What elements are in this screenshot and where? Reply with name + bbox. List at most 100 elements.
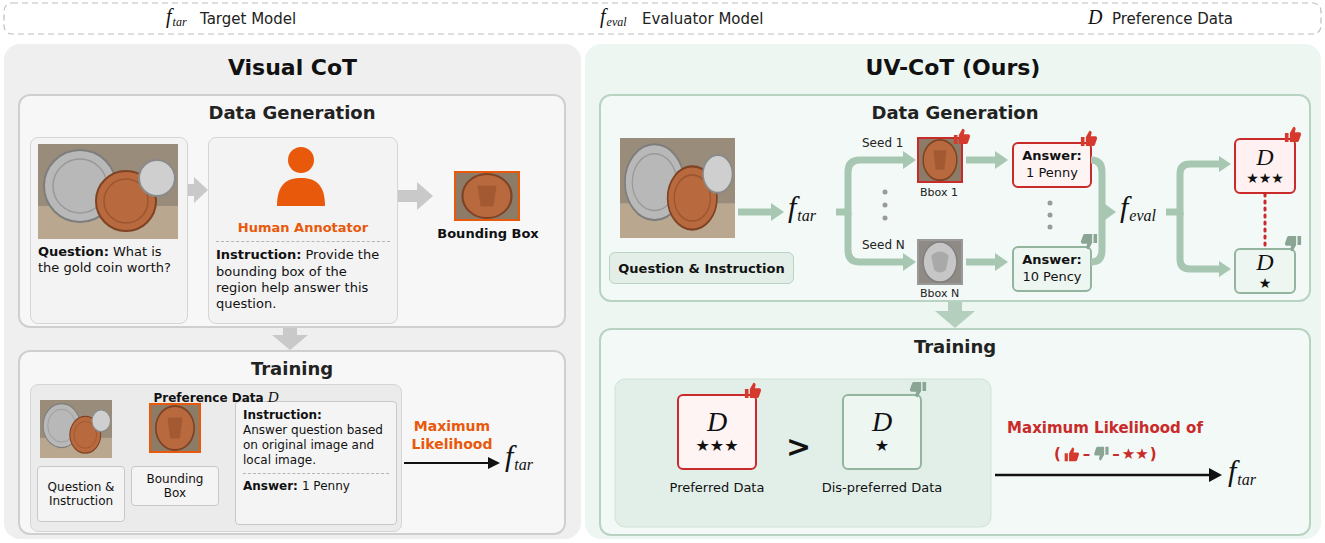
connector-line xyxy=(283,328,297,336)
person-head xyxy=(288,147,314,173)
instruction-box: Instruction:Answer question based on ori… xyxy=(235,401,397,525)
dispreferred-card: D★ Dis-preferred Data xyxy=(812,394,952,516)
box-body: Answer:1 Penny xyxy=(1014,144,1090,186)
image-caption: Bounding Box xyxy=(433,170,543,241)
panel-title: Visual CoT xyxy=(4,44,581,80)
dashed-separator xyxy=(243,473,389,474)
math-symbol: D xyxy=(1256,250,1273,275)
input-box: Question & Instruction xyxy=(37,466,125,522)
box-body: Instruction:Answer question based on ori… xyxy=(236,402,396,500)
field-key: Instruction: xyxy=(216,247,301,262)
symbol-label: f xyxy=(505,441,513,471)
symbol-label: tar xyxy=(797,208,816,224)
bbox-crop xyxy=(150,404,200,452)
answer-line: Answer: 1 Penny xyxy=(243,479,389,494)
card-text: Instruction:Provide the bounding box of … xyxy=(216,247,390,312)
symbol-label: f xyxy=(1120,192,1128,222)
branch-label: Seed 1 xyxy=(862,136,903,150)
star-rating: ★ xyxy=(1259,275,1272,292)
bbox-frame xyxy=(918,240,962,284)
field-key: Answer: xyxy=(243,479,298,493)
bbox-crop xyxy=(918,240,962,284)
preferred-card: D★★★ Preferred Data xyxy=(647,394,787,516)
field-value: Answer question based on original image … xyxy=(243,423,389,468)
section-title: Data Generation xyxy=(601,96,1309,123)
box-text: Question & Instruction xyxy=(615,258,787,279)
legend-text: Preference Data xyxy=(1112,10,1233,28)
answer-box: Answer:1 Penny xyxy=(1012,142,1092,188)
symbol-label: tar xyxy=(173,16,187,28)
connector-line xyxy=(188,184,195,196)
field-key: Question: xyxy=(38,244,109,259)
box-body: Answer:10 Pency xyxy=(1014,248,1090,290)
field-value: 10 Pency xyxy=(1017,269,1087,286)
legend-bar xyxy=(4,3,1321,34)
role-name: Human Annotator xyxy=(216,220,390,236)
symbol-label: > xyxy=(786,432,811,462)
box-text: Question & Instruction xyxy=(38,477,124,512)
symbol-label: tar xyxy=(514,457,533,473)
symbol-label: eval xyxy=(1129,208,1156,224)
formula-token: ( xyxy=(1054,444,1061,464)
section-title: Training xyxy=(601,330,1309,357)
bbox-frame xyxy=(455,172,519,220)
branch-label: Seed N xyxy=(862,238,905,252)
connector-line xyxy=(948,302,962,312)
branch-label: Bbox N xyxy=(920,287,959,300)
section-box: TrainingD★★★Preferred DataD★Dis-preferre… xyxy=(599,328,1311,536)
math-symbol: D xyxy=(1256,145,1273,170)
card-caption: Dis-preferred Data xyxy=(812,480,952,495)
symbol-label: Maximum Likelihood xyxy=(402,418,502,453)
card-box: D★ xyxy=(842,394,922,470)
star-rating: ★★★ xyxy=(1246,170,1284,187)
box-text: Bounding Box xyxy=(132,469,218,504)
symbol-label: f xyxy=(788,192,796,222)
formula-token: – xyxy=(1112,444,1120,464)
symbol-label: eval xyxy=(607,16,627,28)
input-box: Bounding Box xyxy=(131,466,219,506)
formula-token: ★★ xyxy=(1122,444,1149,464)
section-title: Training xyxy=(20,352,564,379)
formula-token: ) xyxy=(1150,444,1157,464)
preference-box: D★ xyxy=(1234,248,1296,294)
symbol-label: Maximum Likelihood of xyxy=(995,419,1215,437)
symbol-label: f xyxy=(1228,456,1236,486)
card-caption: Preferred Data xyxy=(647,480,787,495)
group-ground xyxy=(615,379,991,527)
symbol-label: tar xyxy=(1237,472,1256,488)
preference-box: D★★★ xyxy=(1234,138,1296,194)
field-key: Answer: xyxy=(1017,148,1087,165)
field-value: 1 Penny xyxy=(302,479,350,493)
formula-token: – xyxy=(1083,444,1091,464)
branch-label: Bbox 1 xyxy=(920,186,958,199)
symbol-label: D xyxy=(1088,7,1102,27)
math-symbol: D xyxy=(707,407,727,436)
card-box: D★★★ xyxy=(677,394,757,470)
panel-title: UV-CoT (Ours) xyxy=(585,44,1321,80)
input-pill: Question & Instruction xyxy=(609,252,794,284)
coin-photo xyxy=(40,400,112,458)
answer-box: Answer:10 Pency xyxy=(1012,246,1092,292)
bbox-frame xyxy=(150,404,200,452)
math-symbol: D xyxy=(268,389,279,405)
dashed-separator xyxy=(216,241,390,242)
star-rating: ★★★ xyxy=(695,436,738,457)
likelihood-arrow xyxy=(404,462,490,464)
coin-photo xyxy=(620,138,735,238)
section-title: Data Generation xyxy=(20,96,564,123)
box-title-text: Preference Data xyxy=(154,391,264,405)
connector-line xyxy=(398,190,418,202)
image-box: Bounding Box xyxy=(433,170,543,248)
field-value: 1 Penny xyxy=(1017,165,1087,182)
likelihood-arrow xyxy=(995,474,1212,477)
symbol-label: f xyxy=(600,6,606,26)
legend-text: Target Model xyxy=(200,10,296,28)
symbol-label: f xyxy=(166,6,172,26)
field-key: Answer: xyxy=(1017,252,1087,269)
math-symbol: D xyxy=(872,407,892,436)
bbox-crop xyxy=(455,172,519,220)
bbox-crop xyxy=(918,138,962,182)
legend-text: Evaluator Model xyxy=(642,10,763,28)
field-key: Instruction: xyxy=(243,408,389,423)
